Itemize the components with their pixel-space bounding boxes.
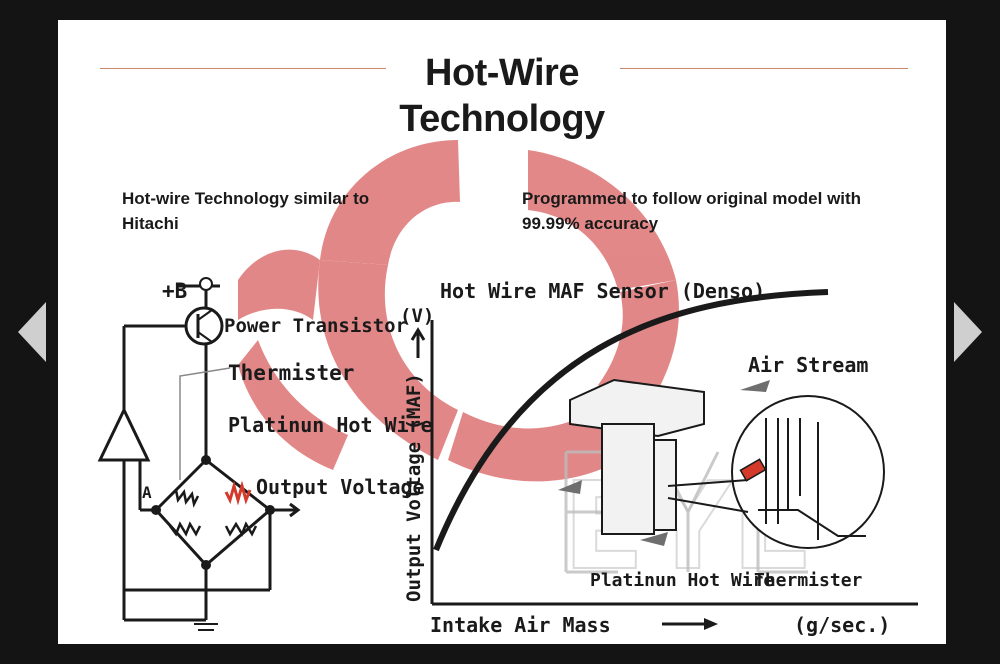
op-amp-symbol <box>97 406 151 462</box>
caption-right: Programmed to follow original model with… <box>522 189 862 233</box>
supply-terminal <box>199 277 213 291</box>
hot-wire-resistor <box>224 480 252 506</box>
x-axis-label: Intake Air Mass <box>430 613 611 637</box>
y-axis-unit: (V) <box>400 305 434 327</box>
air-stream-arrows <box>558 380 770 546</box>
slide-title: Hot-Wire Technology <box>58 50 946 142</box>
y-axis-label: Output Voltage (MAF) <box>403 373 425 602</box>
label-sensor-wire: Platinun Hot Wire <box>590 570 774 591</box>
x-axis-unit: (g/sec.) <box>794 613 890 637</box>
title-line-2: Technology <box>399 98 605 140</box>
label-platinum-wire: Platinun Hot Wire <box>228 413 433 437</box>
response-curve <box>433 289 829 552</box>
label-node-a: A <box>142 483 152 502</box>
caption-left: Hot-wire Technology similar to Hitachi <box>122 189 370 233</box>
next-slide-button[interactable] <box>950 300 986 364</box>
maf-diagram: +B Power Transistor Thermister Platinun … <box>97 277 918 637</box>
transistor-symbol <box>184 306 224 346</box>
sensor-hot-wire <box>739 458 767 482</box>
title-line-1: Hot-Wire <box>425 52 579 94</box>
label-supply: +B <box>162 279 187 303</box>
label-thermister: Thermister <box>228 361 354 385</box>
label-output-voltage: Output Voltage <box>256 475 425 499</box>
graph-axes <box>410 320 918 606</box>
previous-slide-button[interactable] <box>14 300 50 364</box>
title-rule-right <box>620 68 908 69</box>
slide: EYE Hot-Wire Technology Hot-wire Technol… <box>58 20 946 644</box>
x-axis-arrow <box>662 618 718 630</box>
maf-sensor-illustration <box>569 378 885 549</box>
label-sensor-thermister: Thermister <box>754 570 863 591</box>
label-power-transistor: Power Transistor <box>224 315 407 337</box>
ground-icon <box>194 623 218 631</box>
chart-title: Hot Wire MAF Sensor (Denso) <box>440 279 765 303</box>
label-air-stream: Air Stream <box>748 353 868 377</box>
bridge-resistors <box>169 487 258 537</box>
title-rule-left <box>100 68 386 69</box>
chevron-right-icon <box>954 302 982 362</box>
chevron-left-icon <box>18 302 46 362</box>
